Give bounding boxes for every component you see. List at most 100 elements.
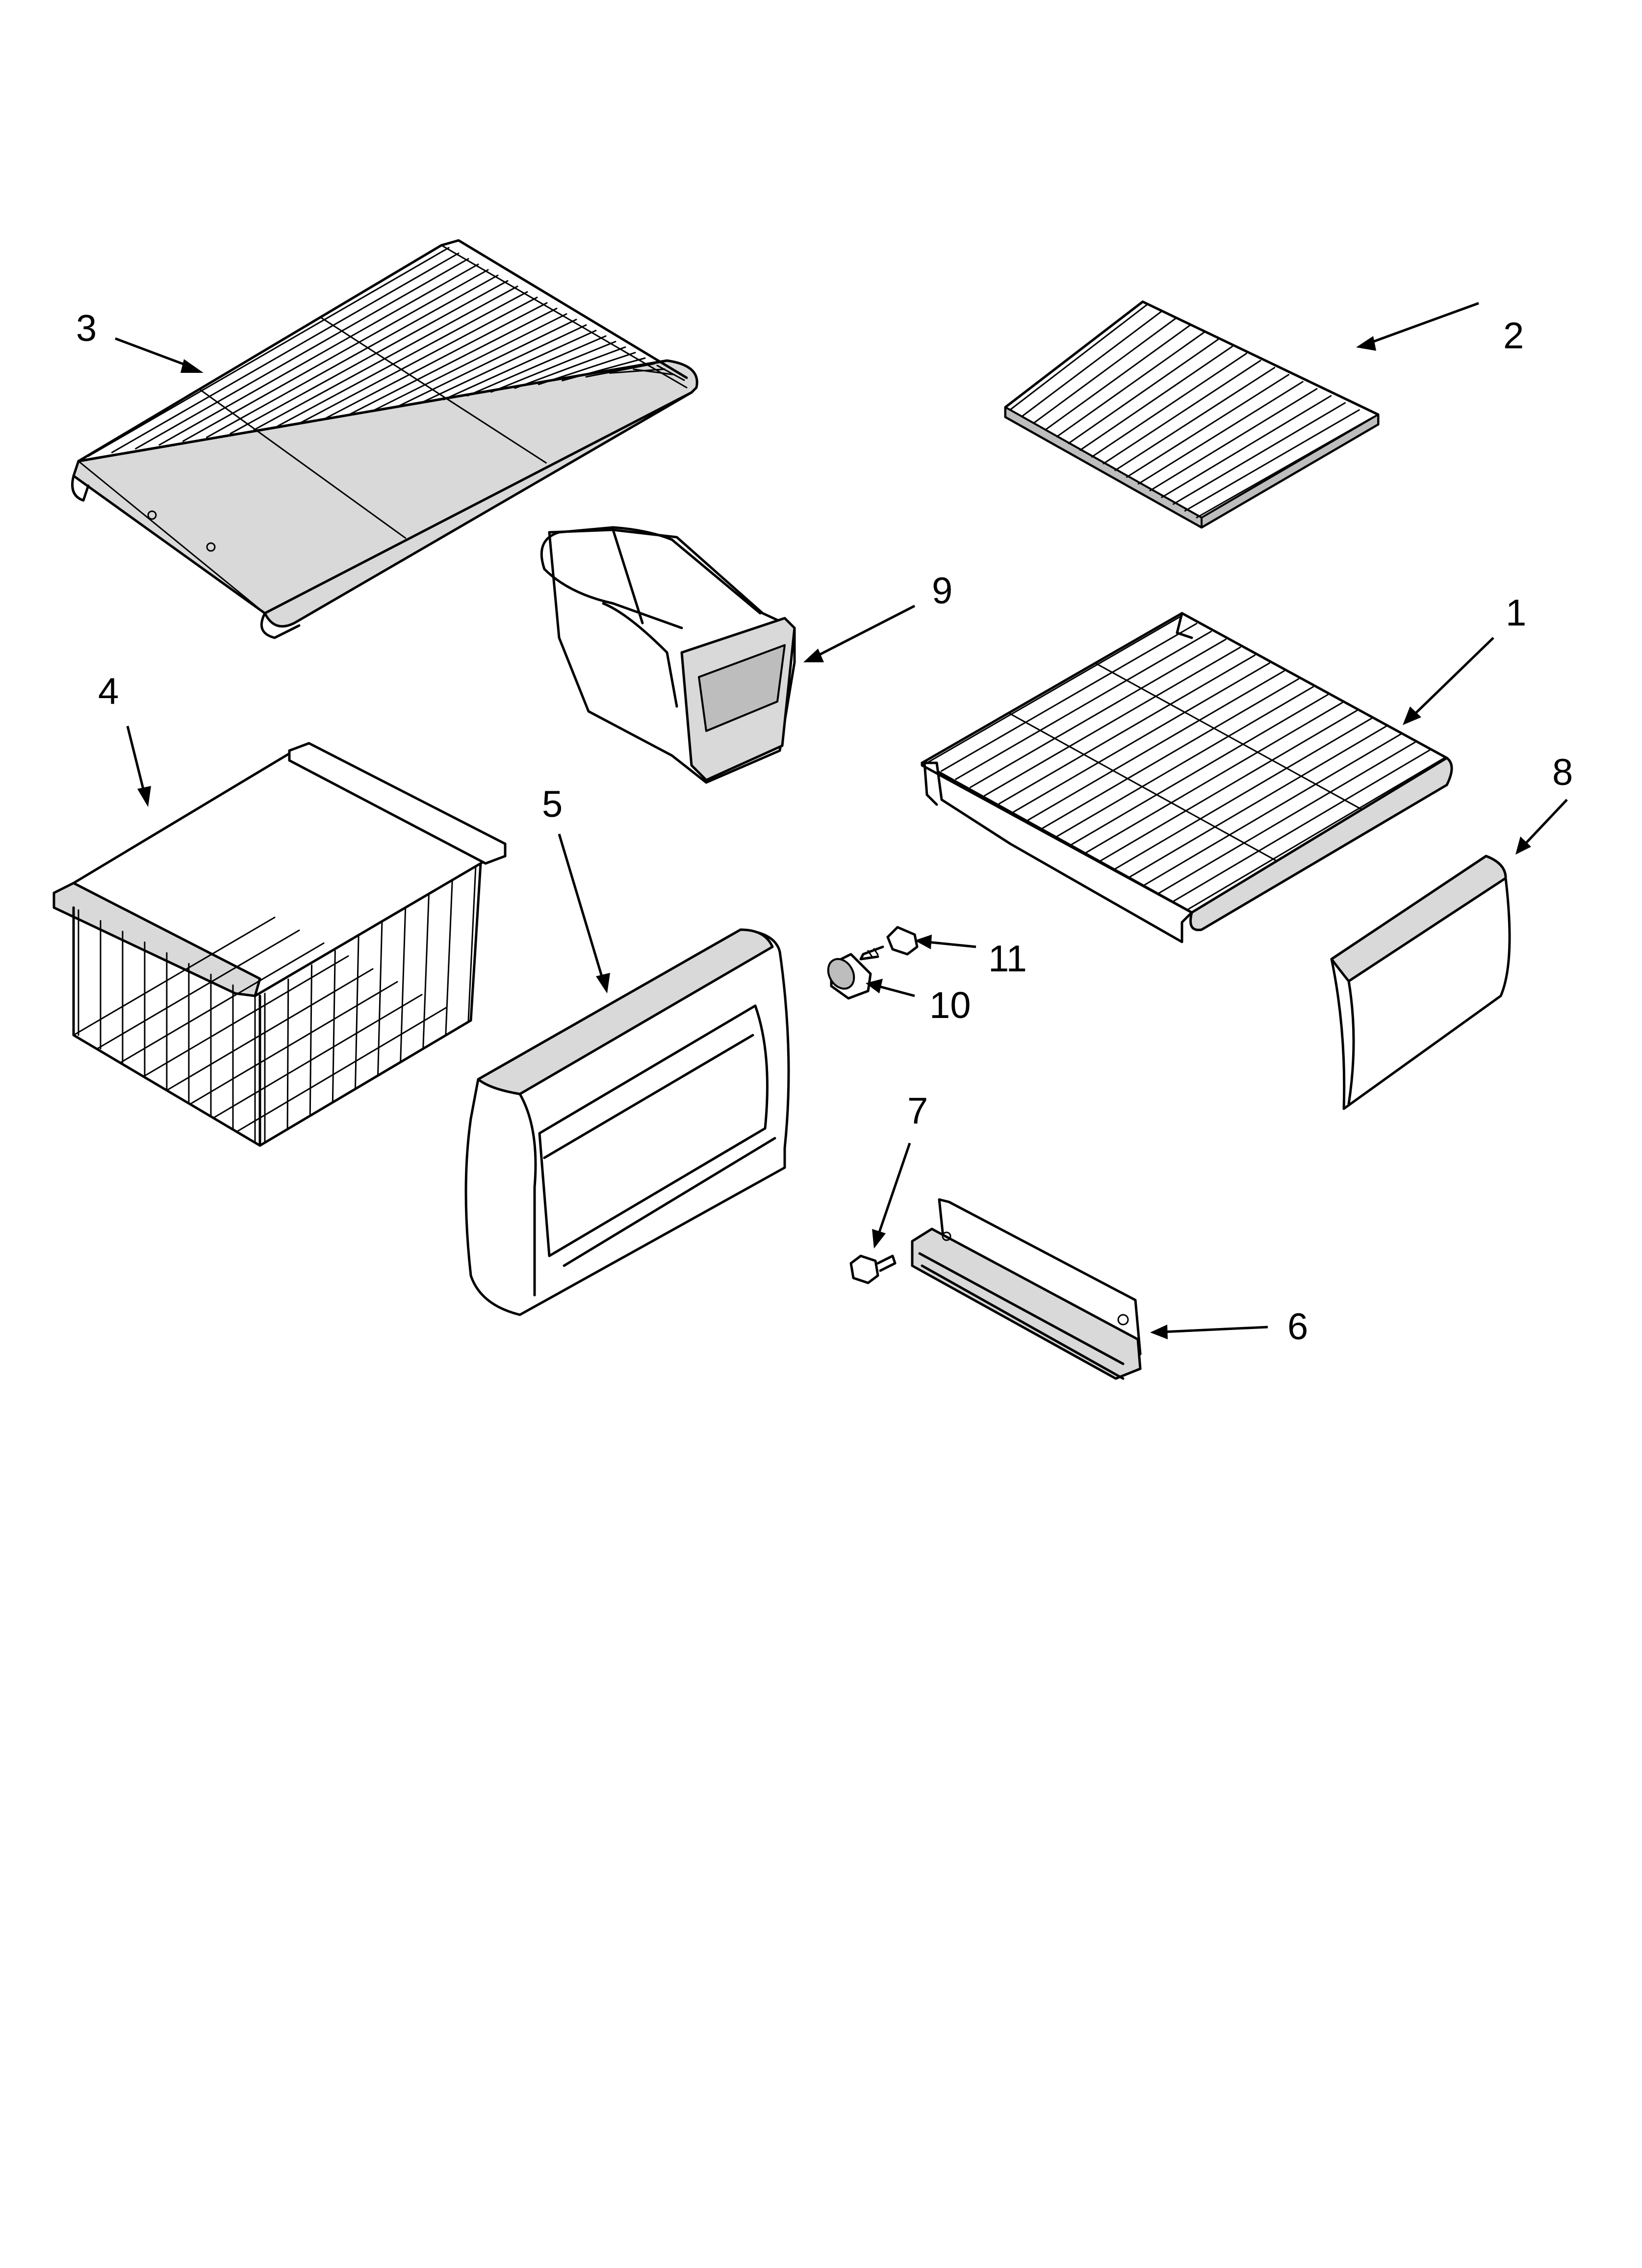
leader-1 [1411, 637, 1494, 717]
wire-line [87, 247, 450, 457]
arrowhead-1 [1403, 706, 1421, 725]
arrowhead-6 [1150, 1325, 1168, 1339]
wire-line [77, 460, 266, 614]
wire-line [1009, 303, 1149, 411]
wire-line [309, 964, 313, 1117]
callout-4: 4 [98, 671, 119, 712]
wire-line [1126, 374, 1289, 478]
wire-line [1044, 324, 1191, 431]
wire-line [562, 357, 646, 382]
arrowhead-9 [803, 649, 824, 662]
wire-line [1056, 686, 1314, 837]
wire-line [1173, 402, 1346, 505]
wire-line [189, 981, 398, 1105]
callout-6: 6 [1287, 1306, 1308, 1348]
wire-line [1157, 741, 1416, 895]
part-3-wires [77, 244, 688, 614]
wire-line [395, 318, 577, 408]
wire-line [422, 893, 430, 1049]
part-2-slats [1009, 303, 1374, 519]
wire-line [1068, 339, 1219, 444]
wire-line [940, 623, 1198, 772]
wire-line [236, 1007, 447, 1133]
wire-line [354, 936, 359, 1090]
part-5-drawer-front [464, 928, 790, 1316]
wire-line [206, 274, 499, 438]
wire-line [1070, 694, 1329, 846]
wire-line [1085, 702, 1343, 854]
wire-line [1103, 360, 1261, 465]
leader-10 [877, 985, 915, 997]
callout-8: 8 [1552, 752, 1573, 793]
wire-line [1172, 749, 1431, 903]
wire-line [490, 340, 616, 393]
callout-10: 10 [929, 985, 971, 1026]
wire-line [73, 916, 276, 1036]
callout-5: 5 [542, 783, 563, 825]
wire-line [984, 646, 1241, 797]
wire-line [445, 879, 453, 1035]
arrowhead-11 [915, 935, 932, 949]
wire-line [182, 269, 489, 442]
callout-1: 1 [1506, 592, 1526, 634]
wire-line [1149, 388, 1318, 492]
wire-line [348, 308, 558, 416]
arrowhead-4 [137, 786, 151, 807]
leader-5 [558, 834, 605, 982]
wire-line [419, 324, 587, 404]
wire-line [1091, 353, 1247, 458]
part-3-wire-shelf [71, 239, 698, 639]
part-1-wire-shelf [921, 612, 1453, 943]
wire-line [1094, 662, 1363, 810]
wire-line [1196, 416, 1374, 519]
callout-9: 9 [932, 570, 952, 612]
wire-line [1027, 670, 1285, 821]
wire-line [1186, 757, 1445, 911]
callout-3: 3 [76, 308, 97, 349]
arrowhead-5 [596, 973, 610, 993]
arrowhead-8 [1515, 836, 1531, 855]
wire-line [1042, 678, 1300, 829]
part-9-bin [540, 526, 796, 784]
wire-line [324, 302, 548, 419]
wire-line [1143, 733, 1402, 886]
wire-line [1184, 409, 1360, 512]
callouts: 3 2 9 1 4 5 8 11 10 7 6 [76, 308, 1573, 1348]
wire-line [585, 363, 656, 378]
wire-line [286, 978, 289, 1130]
wire-line [1033, 317, 1177, 424]
wire-line [332, 950, 336, 1103]
wire-line [119, 942, 325, 1064]
wire-line [1181, 612, 1448, 759]
part-8-cover [1330, 855, 1511, 1110]
arrowhead-7 [872, 1229, 886, 1249]
wire-line [998, 654, 1256, 805]
wire-line [230, 280, 509, 435]
callout-7: 7 [907, 1090, 928, 1132]
arrowhead-2 [1356, 336, 1376, 351]
wire-line [277, 291, 528, 427]
arrowhead-10 [866, 979, 883, 993]
wire-line [1013, 662, 1270, 813]
leader-lines [115, 302, 1568, 1339]
wire-line [135, 258, 469, 450]
wire-line [212, 994, 423, 1119]
wire-line [514, 346, 626, 389]
leader-6 [1162, 1326, 1268, 1333]
part-7-screw [849, 1254, 897, 1284]
wire-line [1056, 332, 1205, 438]
part-4-wires [73, 865, 477, 1147]
wire-line [969, 638, 1227, 788]
wire-line [440, 244, 688, 389]
wire-line [1161, 395, 1332, 498]
arrowhead-3 [180, 359, 204, 373]
leader-9 [813, 604, 916, 659]
wire-line [1079, 345, 1233, 451]
leader-3 [115, 337, 194, 369]
leader-11 [926, 940, 976, 948]
wire-line [467, 865, 477, 1021]
wire-line [1128, 726, 1387, 878]
wire-line [1114, 366, 1276, 471]
part-6-rail [911, 1198, 1142, 1380]
